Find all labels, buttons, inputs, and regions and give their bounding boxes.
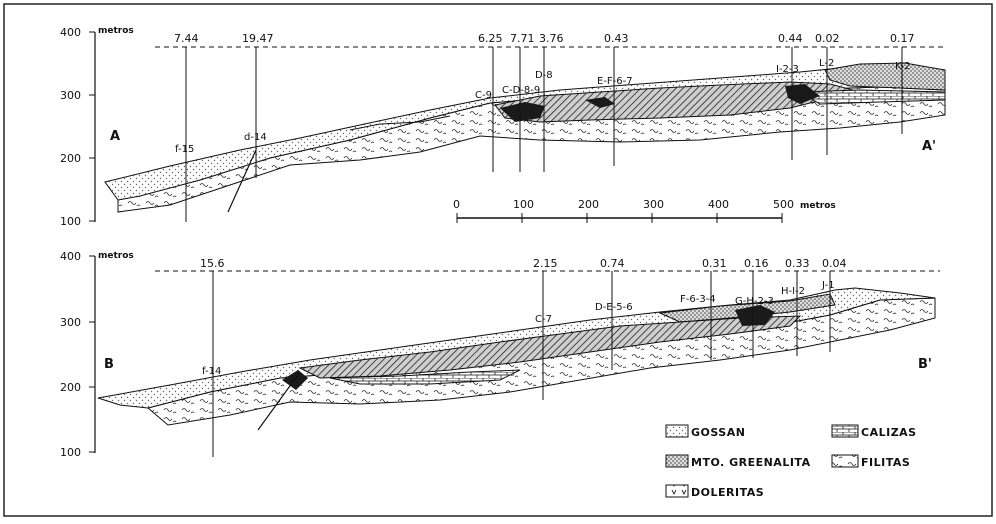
section-a: 400 300 200 100 metros 7.44 19.47 6.25 7… (60, 26, 946, 228)
section-a-start-label: A (110, 129, 120, 144)
section-b-end-label: B' (918, 357, 932, 372)
bottom-dark-core (282, 370, 308, 390)
bottom-grade-value: 0.04 (822, 257, 847, 270)
top-grade-value: 7.44 (174, 32, 199, 45)
bottom-ore-body (298, 315, 802, 379)
top-grade-value: 0.02 (815, 32, 840, 45)
top-grade-value: 7.71 (510, 32, 535, 45)
scale-bar: 0 100 200 300 400 500 metros (453, 198, 836, 223)
top-borehole-label: E-F-6-7 (597, 76, 633, 87)
top-borehole-label: K-2 (895, 61, 910, 72)
section-b-start-label: B (104, 357, 114, 372)
bottom-grade-value: 0.74 (600, 257, 625, 270)
bottom-grade-value: 2.15 (533, 257, 558, 270)
bottom-borehole-label: D-E-5-6 (595, 302, 633, 313)
top-grade-value: 0.44 (778, 32, 803, 45)
bottom-borehole-inclined (257, 371, 301, 431)
legend-swatch-calizas (831, 424, 859, 438)
bottom-y-tick-100: 100 (60, 446, 81, 459)
legend-swatch-filitas (831, 454, 859, 468)
outer-border (3, 3, 993, 517)
top-y-tick-200: 200 (60, 152, 81, 165)
top-dark-core (585, 97, 615, 108)
top-grade-value: 6.25 (478, 32, 503, 45)
bottom-grade-value: 0.16 (744, 257, 769, 270)
scale-tick-label: 400 (708, 198, 729, 211)
bottom-grade-value: 0.31 (702, 257, 727, 270)
top-borehole-label: I-2-3 (776, 64, 799, 75)
bottom-borehole-label: f-14 (202, 366, 221, 377)
top-grade-value: 0.43 (604, 32, 629, 45)
top-borehole-label: C-D-8-9 (502, 85, 540, 96)
scale-tick-label: 100 (513, 198, 534, 211)
scale-tick-label: 200 (578, 198, 599, 211)
legend-label-gossan: GOSSAN (691, 426, 745, 439)
top-borehole-label: D-8 (535, 70, 553, 81)
bottom-grade-value: 0.33 (785, 257, 810, 270)
scale-unit: metros (800, 201, 836, 211)
top-borehole-inclined (227, 149, 257, 213)
section-a-end-label: A' (922, 139, 936, 154)
top-borehole-label: d-14 (244, 132, 267, 143)
bottom-y-tick-300: 300 (60, 316, 81, 329)
bottom-borehole-label: G-H-2-3 (735, 296, 774, 307)
top-dark-core (785, 84, 820, 104)
top-calizas-lens (798, 89, 946, 105)
legend-label-calizas: CALIZAS (861, 426, 917, 439)
scale-tick-label: 0 (453, 198, 460, 211)
top-grade-value: 19.47 (242, 32, 274, 45)
bottom-grade-value: 15.6 (200, 257, 225, 270)
top-grade-value: 0.17 (890, 32, 915, 45)
bottom-borehole-label: C-7 (535, 314, 552, 325)
top-dark-core (500, 102, 545, 122)
top-gossan-cap (824, 62, 946, 91)
bottom-borehole-label: H-I-2 (781, 286, 805, 297)
bottom-borehole-label: F-6-3-4 (680, 294, 716, 305)
top-borehole-label: L-2 (819, 58, 834, 69)
bottom-y-unit: metros (98, 251, 134, 261)
top-y-tick-100: 100 (60, 215, 81, 228)
top-borehole-label: f-15 (175, 144, 194, 155)
bottom-borehole-label: J-1 (821, 280, 835, 291)
legend-swatch-greenalita (665, 454, 689, 468)
top-y-tick-400: 400 (60, 26, 81, 39)
top-grade-value: 3.76 (539, 32, 564, 45)
section-b: 400 300 200 100 metros 15.6 2.15 0.74 0.… (60, 250, 940, 459)
top-y-tick-300: 300 (60, 89, 81, 102)
legend-swatch-gossan (665, 424, 689, 438)
legend: GOSSAN CALIZAS MTO. GREENALITA FILITAS D… (665, 424, 917, 499)
legend-label-doleritas: DOLERITAS (691, 486, 764, 499)
top-contact-line (349, 115, 451, 131)
top-y-unit: metros (98, 26, 134, 36)
legend-swatch-doleritas (665, 484, 689, 498)
legend-label-filitas: FILITAS (861, 456, 910, 469)
bottom-y-tick-200: 200 (60, 381, 81, 394)
bottom-calizas-lens (329, 369, 521, 385)
scale-tick-label: 300 (643, 198, 664, 211)
top-borehole-label: C-9 (475, 90, 492, 101)
bottom-y-tick-400: 400 (60, 250, 81, 263)
bottom-dark-core (735, 305, 775, 326)
scale-tick-label: 500 (773, 198, 794, 211)
legend-label-greenalita: MTO. GREENALITA (691, 456, 811, 469)
